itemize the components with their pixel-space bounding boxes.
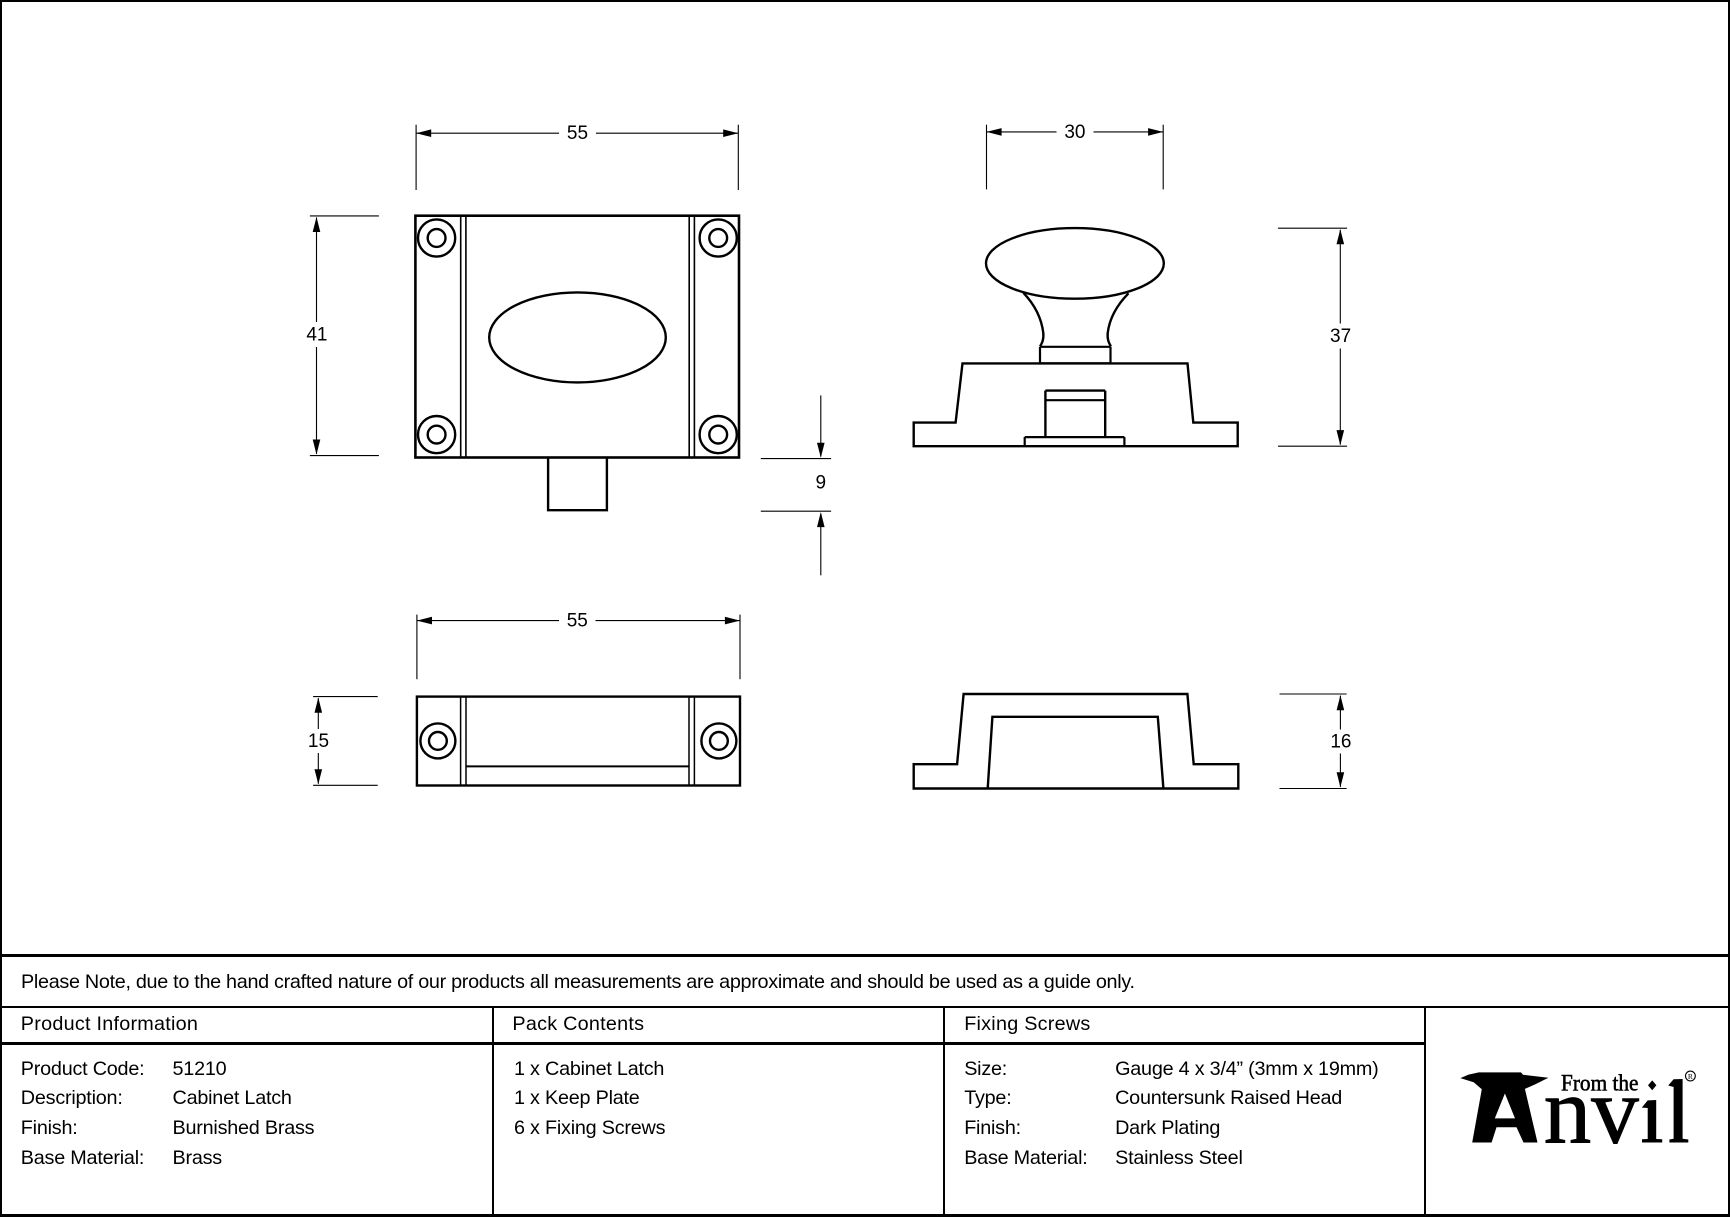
svg-text:From the: From the [1561, 1070, 1639, 1095]
svg-text:nv: nv [1544, 1058, 1640, 1164]
svg-text:16: 16 [1330, 732, 1351, 753]
svg-text:9: 9 [816, 472, 827, 493]
svg-text:37: 37 [1330, 326, 1351, 347]
svg-text:R: R [1688, 1072, 1693, 1081]
svg-text:15: 15 [308, 731, 329, 752]
svg-text:55: 55 [567, 123, 588, 144]
svg-text:41: 41 [306, 324, 327, 345]
svg-text:30: 30 [1064, 122, 1085, 143]
svg-text:55: 55 [567, 611, 588, 632]
